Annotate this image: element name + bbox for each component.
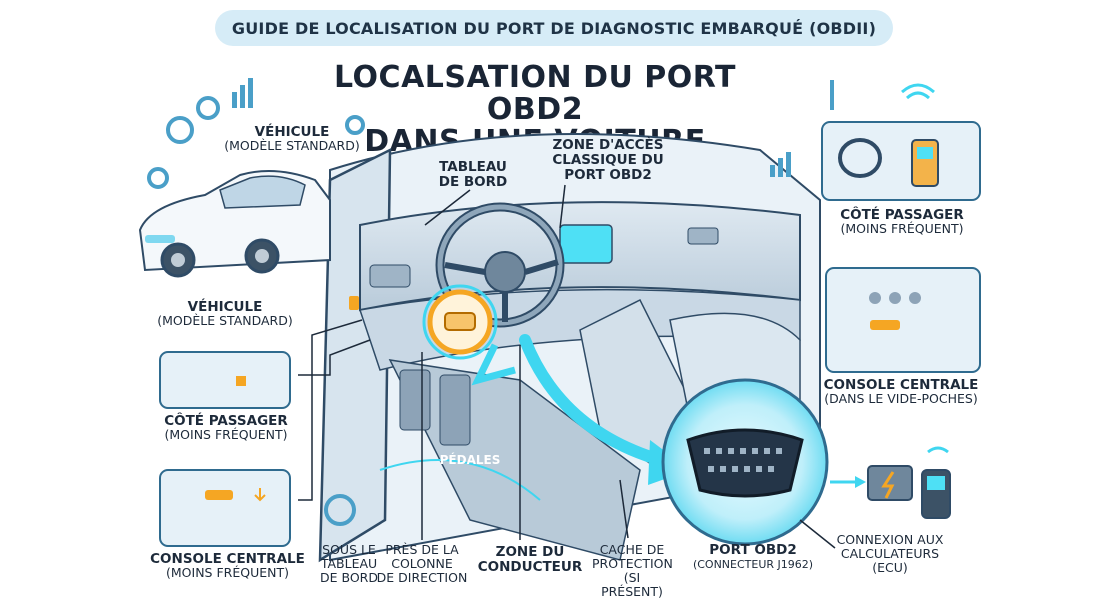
chart-icon (232, 78, 834, 177)
label-pedals: PÉDALES (439, 453, 501, 467)
label-passenger-left: CÔTÉ PASSAGER(MOINS FRÉQUENT) (164, 413, 288, 442)
label-console-left: CONSOLE CENTRALE(MOINS FRÉQUENT) (150, 551, 305, 580)
header-banner: GUIDE DE LOCALISATION DU PORT DE DIAGNOS… (215, 10, 893, 46)
thumb-passenger-left (159, 351, 291, 409)
thumb-passenger-right (821, 121, 981, 201)
obd-connector-icon (661, 378, 829, 546)
label-vehicle-top: VÉHICULE(MODÈLE STANDARD) (224, 124, 360, 153)
gear-icon (147, 96, 365, 526)
obd-scanner-icon (921, 469, 951, 519)
flow-arrow (519, 334, 666, 466)
thumb-console-left (159, 469, 291, 547)
label-console-right: CONSOLE CENTRALE(DANS LE VIDE-POCHES) (823, 377, 979, 406)
engine-icon (867, 465, 913, 501)
thumb-console-right (825, 267, 981, 373)
wifi-icon (901, 83, 949, 454)
steering-wheel (435, 202, 565, 328)
label-obd-port: PORT OBD2(CONNECTEUR J1962) (692, 542, 814, 571)
title-line-1: LOCALSATION DU PORT OBD2 (334, 60, 736, 127)
obd-marker-icon (349, 296, 359, 310)
label-vehicle-mid: VÉHICULE(MODÈLE STANDARD) (157, 299, 293, 328)
label-passenger-right: CÔTÉ PASSAGER(MOINS FRÉQUENT) (840, 207, 964, 236)
leader-lines (298, 184, 836, 549)
obd-location-highlight (422, 284, 498, 360)
vehicle-illustration (138, 170, 331, 278)
